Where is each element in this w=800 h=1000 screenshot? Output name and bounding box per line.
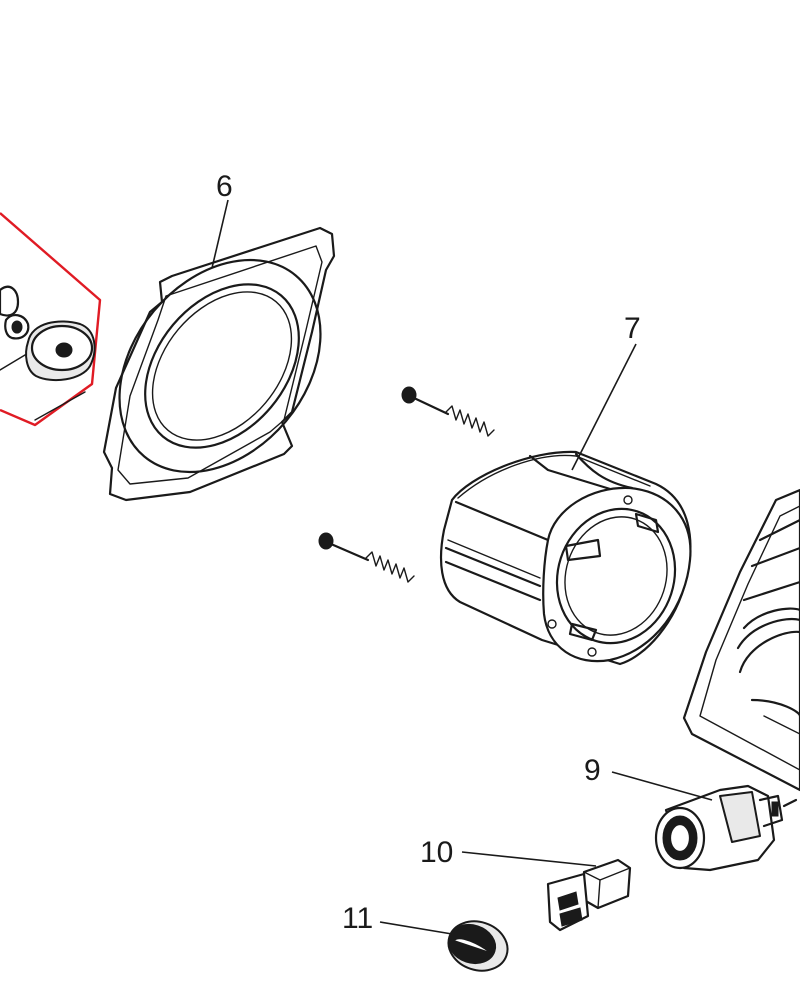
part-6-gasket-plate[interactable]: 6 [78, 170, 361, 512]
callout-part-7[interactable]: 7 [624, 312, 641, 345]
gasket-inner-opening [144, 283, 300, 449]
rear-housing-outline [682, 488, 800, 792]
highlighted-parts-group[interactable] [0, 212, 102, 427]
callout-part-9[interactable]: 9 [584, 754, 601, 787]
rear-housing-part[interactable] [682, 488, 800, 792]
part-7-stator-housing[interactable]: 7 [439, 312, 692, 666]
callout-part-6[interactable]: 6 [216, 170, 233, 203]
part-9-brush-holder[interactable]: 9 [584, 754, 798, 872]
screw-upper[interactable] [401, 386, 495, 437]
part-11-cap[interactable]: 11 [342, 902, 514, 978]
gasket-outer-ring [118, 258, 322, 474]
small-bolt-part [0, 285, 31, 371]
callout-part-11[interactable]: 11 [342, 902, 373, 935]
screw-lower[interactable] [318, 532, 415, 583]
washer-part [25, 320, 96, 421]
part-10-terminal-block[interactable]: 10 [420, 836, 632, 932]
gasket-plate-outline [102, 226, 336, 502]
highlight-outline [0, 212, 102, 427]
callout-part-10[interactable]: 10 [420, 836, 453, 869]
